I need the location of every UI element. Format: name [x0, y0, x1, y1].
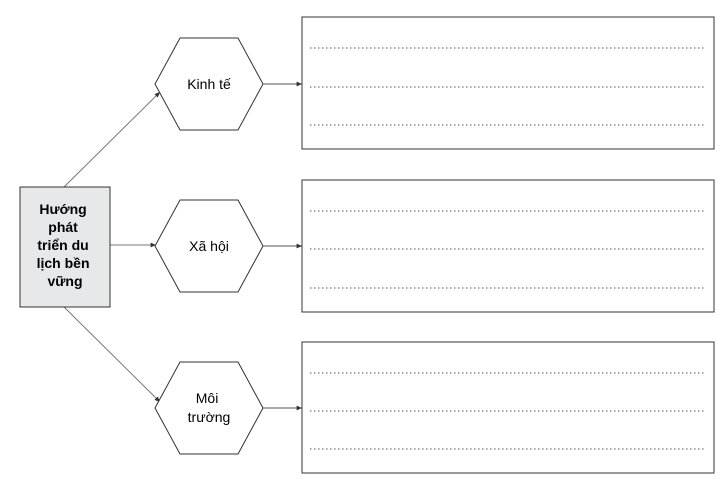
hexagon-moi-truong: [154, 361, 264, 455]
branch-kinh-te: Kinh tế: [154, 16, 715, 150]
center-label: Hướng phát triển du lịch bền vững: [37, 201, 94, 289]
center-node: Hướng phát triển du lịch bền vững: [19, 186, 111, 308]
hexagon-label-line: Xã hội: [189, 238, 229, 254]
branch-moi-truong: Môi trường: [154, 341, 715, 474]
center-box: [19, 186, 111, 308]
center-label-line: vững: [47, 273, 82, 289]
connector-center-to-moi-truong: [63, 306, 161, 403]
branch-xa-hoi: Xã hội: [154, 179, 715, 313]
hexagon-label-moi-truong: Môi trường: [188, 390, 231, 425]
center-label-line: triển du: [37, 237, 88, 253]
connector-center-to-kinh-te: [63, 91, 161, 188]
answer-box-kinh-te[interactable]: [301, 16, 715, 150]
hexagon-label-line: trường: [188, 409, 231, 425]
hexagon-label-line: Môi: [196, 390, 219, 406]
answer-box-xa-hoi[interactable]: [301, 179, 715, 313]
answer-box-moi-truong[interactable]: [301, 341, 715, 474]
center-label-line: phát: [48, 219, 78, 235]
center-label-line: lịch bền: [37, 255, 90, 271]
hexagon-label-xa-hoi: Xã hội: [189, 238, 229, 254]
hexagon-label-kinh-te: Kinh tế: [187, 76, 231, 92]
hexagon-label-line: Kinh tế: [187, 76, 231, 92]
center-label-line: Hướng: [39, 201, 86, 217]
